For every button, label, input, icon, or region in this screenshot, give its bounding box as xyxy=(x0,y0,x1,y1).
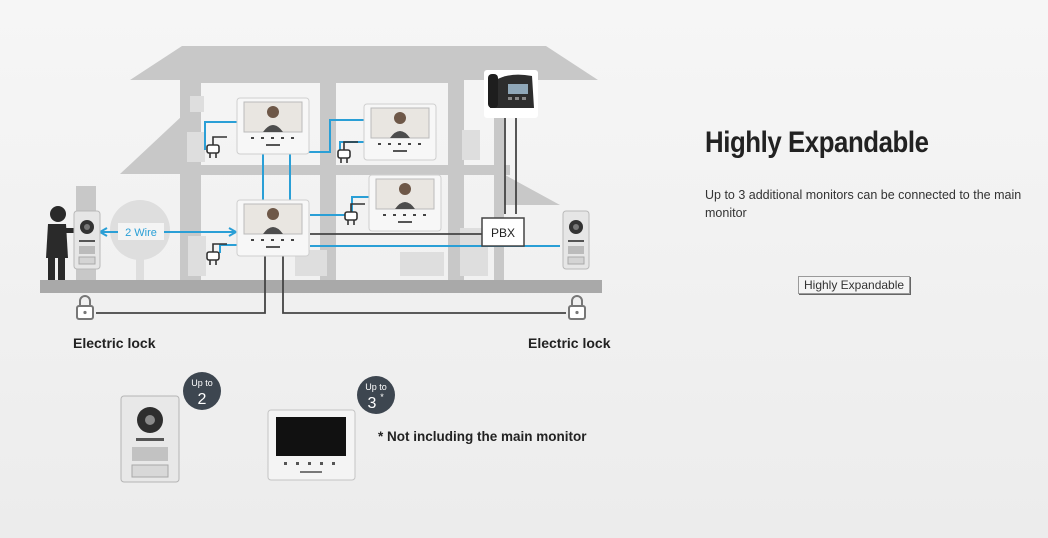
badge-monitor-star: * xyxy=(380,392,384,402)
power-plug-icon xyxy=(206,243,228,266)
wire-label-bg xyxy=(118,223,164,240)
section-heading: Highly Expandable xyxy=(705,126,929,159)
badge-door-num: 2 xyxy=(198,391,207,408)
badge-monitor-top: Up to xyxy=(365,382,387,392)
footnote: * Not including the main monitor xyxy=(378,429,587,444)
pbx-label: PBX xyxy=(491,226,515,240)
telephone-icon xyxy=(484,70,538,118)
door-station-right xyxy=(562,210,590,270)
power-plug-icon xyxy=(206,136,228,159)
indoor-monitor-1 xyxy=(236,97,310,155)
section-description: Up to 3 additional monitors can be conne… xyxy=(705,188,1022,220)
pbx-box xyxy=(481,217,525,247)
indoor-monitor-3 xyxy=(368,174,442,232)
badge-door-count: Up to 2 xyxy=(183,372,221,410)
dark-wiring xyxy=(96,115,566,314)
wire-label: 2 Wire xyxy=(125,227,157,239)
main-monitor xyxy=(236,199,310,257)
badge-monitor-count: Up to 3 * xyxy=(357,376,395,414)
highly-expandable-caption[interactable]: Highly Expandable xyxy=(798,276,911,294)
intercom-diagram: 2 Wire PBX Electric lock Elect xyxy=(40,46,611,483)
door-station-left xyxy=(73,210,101,270)
electric-lock-right-label: Electric lock xyxy=(528,335,611,351)
electric-lock-left-label: Electric lock xyxy=(73,335,156,351)
power-plug-icon xyxy=(344,203,366,226)
indoor-monitor-2 xyxy=(363,103,437,161)
badge-door-top: Up to xyxy=(191,378,213,388)
visitor-silhouette-icon xyxy=(46,206,74,280)
door-station-product xyxy=(120,395,180,483)
badge-monitor-num: 3 xyxy=(368,395,377,412)
house-silhouette xyxy=(40,46,602,293)
lock-icon xyxy=(568,295,586,320)
lock-icon xyxy=(76,295,94,320)
monitor-product xyxy=(267,409,356,481)
